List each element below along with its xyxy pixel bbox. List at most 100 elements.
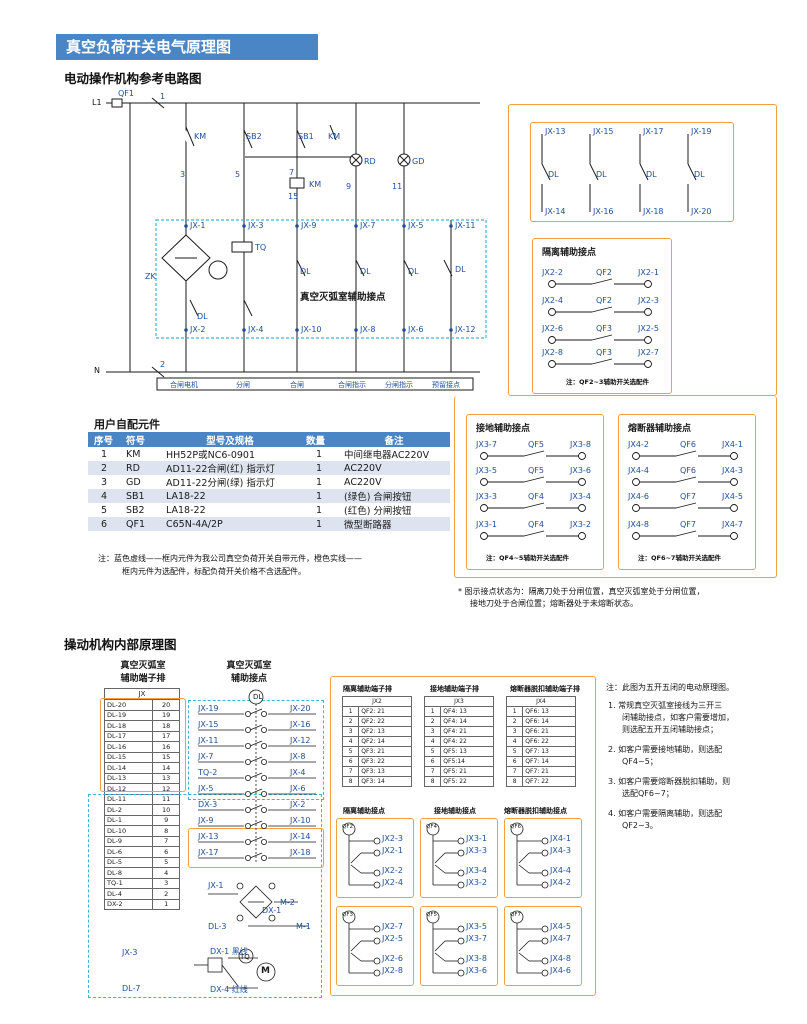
aux-bottom-18: JX-18 bbox=[643, 207, 664, 216]
aux-right-label: JX-16 bbox=[290, 720, 311, 729]
tq-jx3: JX-3 bbox=[122, 948, 138, 957]
aux-right-label: JX-20 bbox=[290, 704, 311, 713]
km-contact-label: KM bbox=[328, 132, 341, 141]
cell: QF6: 14 bbox=[522, 716, 576, 727]
switch-box bbox=[504, 906, 582, 986]
cell: 4 bbox=[505, 736, 524, 747]
aux-terminal bbox=[261, 791, 268, 798]
th-model: 型号及规格 bbox=[160, 432, 300, 447]
jx-top-11: JX-11 bbox=[455, 221, 476, 230]
switch-terminal-label: JX4-3 bbox=[550, 846, 571, 855]
aux-terminal bbox=[261, 775, 268, 782]
rd-label: RD bbox=[364, 157, 376, 166]
aux-terminal bbox=[261, 822, 268, 829]
cell: QF6: 22 bbox=[522, 736, 576, 747]
fuse-m-2: QF6 bbox=[680, 466, 696, 475]
switch-box bbox=[504, 818, 582, 898]
cell: SB1 bbox=[120, 489, 160, 503]
cell: AC220V bbox=[338, 461, 450, 475]
bottom-label-motor: 合闸电机 bbox=[170, 381, 198, 389]
switch-terminal-label: JX2-7 bbox=[382, 922, 403, 931]
table-row: 3 GD AD11-22分闸(绿) 指示灯 1 AC220V bbox=[88, 475, 450, 490]
dl-label-4: DL bbox=[408, 267, 419, 276]
cell: 8 bbox=[505, 776, 524, 787]
cell: 6 bbox=[423, 756, 442, 767]
jx-bottom-12: JX-12 bbox=[455, 325, 476, 334]
cell: QF5: 13 bbox=[440, 746, 494, 757]
jx-strip-title: 真空灭弧室 辅助端子排 bbox=[108, 658, 178, 684]
tq-label: TQ bbox=[255, 243, 267, 252]
internal-section-title: 操动机构内部原理图 bbox=[64, 637, 177, 652]
aux-terminal bbox=[261, 838, 268, 845]
jx-strip-title-1: 真空灭弧室 bbox=[120, 661, 166, 671]
vacuum-aux-label: 真空灭弧室辅助接点 bbox=[300, 292, 386, 303]
aux-contacts-svg bbox=[541, 134, 697, 212]
aux-top-13: JX-13 bbox=[545, 127, 566, 136]
km-label: KM bbox=[194, 132, 207, 141]
switch-box bbox=[420, 818, 498, 898]
switch-terminal-label: JX2-3 bbox=[382, 834, 403, 843]
wire-3-label: 3 bbox=[180, 170, 186, 179]
switch-box-svg bbox=[426, 822, 465, 889]
aux-dl-1: DL bbox=[548, 170, 559, 179]
aux-terminal bbox=[245, 791, 252, 798]
jx-optional-frame bbox=[100, 698, 186, 792]
switch-box-svg bbox=[342, 910, 381, 977]
jx-bottom-10: JX-10 bbox=[301, 325, 322, 334]
aux-switch bbox=[249, 836, 263, 843]
wire-dx4: DX-4 红线 bbox=[210, 985, 248, 994]
cell: AC220V bbox=[344, 476, 382, 488]
switch-terminal-label: JX3-3 bbox=[466, 846, 487, 855]
cell: 1 bbox=[100, 448, 108, 460]
aux-terminal bbox=[245, 807, 252, 814]
aux-terminal bbox=[245, 775, 252, 782]
aux-terminal bbox=[261, 727, 268, 734]
aux-switch bbox=[249, 852, 263, 859]
switch-terminal-label: JX3-1 bbox=[466, 834, 487, 843]
bottom-label-reserve: 预留接点 bbox=[432, 381, 460, 389]
fuse-r-4: JX4-7 bbox=[722, 520, 743, 529]
fuse-m-3: QF7 bbox=[680, 492, 696, 501]
switch-box bbox=[336, 906, 414, 986]
cell: 4 bbox=[341, 736, 360, 747]
aux-left-label: JX-17 bbox=[198, 848, 219, 857]
aux-right-label: JX-12 bbox=[290, 736, 311, 745]
aux-terminal bbox=[245, 743, 252, 750]
switch-terminal-label: JX4-5 bbox=[550, 922, 571, 931]
iso-l-2: JX2-4 bbox=[542, 296, 563, 305]
aux-switch bbox=[249, 772, 263, 779]
aux-right-label: JX-4 bbox=[290, 768, 306, 777]
motor-dx1: DX-1 bbox=[262, 906, 282, 915]
table-row: 2 RD AD11-22合闸(红) 指示灯 1 AC220V bbox=[88, 461, 450, 475]
gnd-m-3: QF4 bbox=[528, 492, 544, 501]
aux-diagram-title-1: 真空灭弧室 bbox=[226, 661, 272, 671]
cell: QF5: 22 bbox=[440, 776, 494, 787]
switch-terminal-label: JX4-1 bbox=[550, 834, 571, 843]
cell: 4 bbox=[423, 736, 442, 747]
jx-bottom-6: JX-6 bbox=[408, 325, 424, 334]
switch-box bbox=[336, 818, 414, 898]
aux-terminal bbox=[261, 710, 268, 717]
switch-terminal-label: JX2-8 bbox=[382, 966, 403, 975]
cell: 8 bbox=[341, 776, 360, 787]
ground-note: 注：QF4~5辅助开关选配件 bbox=[486, 554, 569, 562]
cell: (绿色) 合闸按钮 bbox=[338, 489, 450, 503]
iso-m-3: QF3 bbox=[596, 324, 612, 333]
cell: 1 bbox=[423, 706, 442, 717]
wire-9-label: 9 bbox=[346, 182, 352, 191]
wire-7-label: 7 bbox=[289, 168, 295, 177]
cell: SB2 bbox=[126, 504, 145, 516]
cell: 5 bbox=[505, 746, 524, 757]
side-note-line: 2. 如客户需要接地辅助，则选配 bbox=[608, 745, 723, 754]
l1-label: L1 bbox=[92, 98, 102, 107]
cell: LA18-22 bbox=[160, 489, 300, 503]
terminal-panel bbox=[330, 676, 596, 996]
iso-r-2: JX2-3 bbox=[638, 296, 659, 305]
km-coil-label: KM bbox=[309, 180, 322, 189]
aux-dl-4: DL bbox=[694, 170, 705, 179]
cell: QF4: 21 bbox=[440, 726, 494, 737]
